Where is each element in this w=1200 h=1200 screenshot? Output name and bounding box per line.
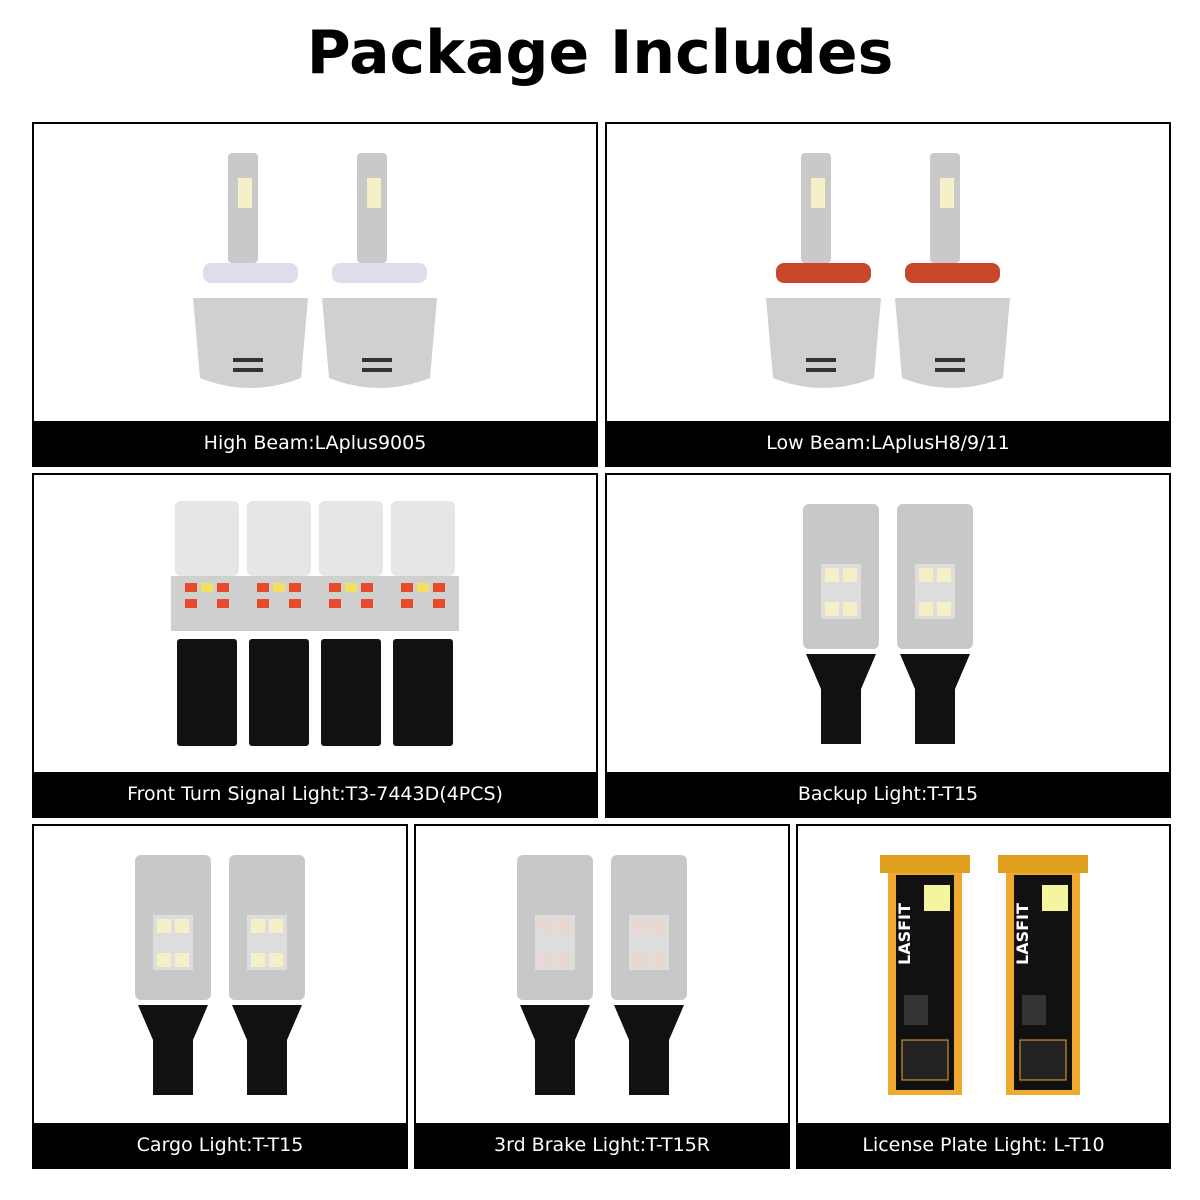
bulb-image (243, 501, 315, 746)
bulb-image (801, 503, 881, 744)
product-image (34, 475, 596, 772)
bulb-image (609, 854, 689, 1095)
bulb-image (322, 152, 437, 393)
item-label: License Plate Light: L-T10 (798, 1123, 1169, 1167)
svg-text:LASFIT: LASFIT (1013, 903, 1032, 965)
bulb-image (895, 152, 1010, 393)
bulb-image (193, 152, 308, 393)
bulb-image (895, 503, 975, 744)
bulb-image: LASFIT (997, 854, 1088, 1095)
product-image (607, 475, 1169, 772)
item-cargo-light: Cargo Light:T-T15 (32, 824, 408, 1169)
page-title: Package Includes (306, 18, 894, 88)
item-backup-light: Backup Light:T-T15 (605, 473, 1171, 818)
item-front-turn-signal: Front Turn Signal Light:T3-7443D(4PCS) (32, 473, 598, 818)
item-label: High Beam:LAplus9005 (34, 421, 596, 465)
item-low-beam: Low Beam:LAplusH8/9/11 (605, 122, 1171, 467)
bulb-image: LASFIT (879, 854, 970, 1095)
bulb-image (315, 501, 387, 746)
item-3rd-brake-light: 3rd Brake Light:T-T15R (414, 824, 790, 1169)
bulb-image (766, 152, 881, 393)
product-image (34, 826, 406, 1123)
item-label: Low Beam:LAplusH8/9/11 (607, 421, 1169, 465)
product-image: LASFIT LASFIT (798, 826, 1169, 1123)
product-image (34, 124, 596, 421)
item-label: 3rd Brake Light:T-T15R (416, 1123, 788, 1167)
item-label: Front Turn Signal Light:T3-7443D(4PCS) (34, 772, 596, 816)
product-image (416, 826, 788, 1123)
svg-text:LASFIT: LASFIT (895, 903, 914, 965)
item-label: Cargo Light:T-T15 (34, 1123, 406, 1167)
item-license-plate-light: LASFIT LASFIT License Plate Light: L-T10 (796, 824, 1171, 1169)
bulb-image (133, 854, 213, 1095)
item-high-beam: High Beam:LAplus9005 (32, 122, 598, 467)
bulb-image (515, 854, 595, 1095)
bulb-image (227, 854, 307, 1095)
item-label: Backup Light:T-T15 (607, 772, 1169, 816)
bulb-image (387, 501, 459, 746)
bulb-image (171, 501, 243, 746)
product-image (607, 124, 1169, 421)
